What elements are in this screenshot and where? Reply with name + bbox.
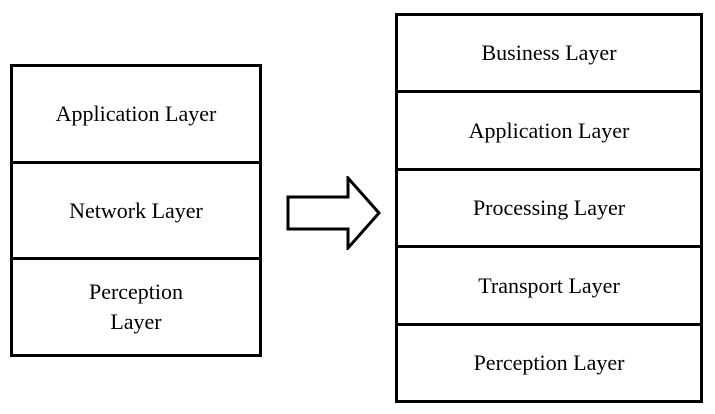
layer-box-perception-right: Perception Layer bbox=[398, 322, 700, 401]
layer-box-business: Business Layer bbox=[398, 16, 700, 91]
layer-box-processing: Processing Layer bbox=[398, 167, 700, 246]
layer-box-perception-left: Perception Layer bbox=[13, 257, 259, 355]
layer-box-application-left: Application Layer bbox=[13, 67, 259, 161]
layer-box-network: Network Layer bbox=[13, 160, 259, 258]
layer-box-application-right: Application Layer bbox=[398, 90, 700, 168]
five-layer-stack: Business Layer Application Layer Process… bbox=[395, 13, 703, 403]
three-layer-stack: Application Layer Network Layer Percepti… bbox=[10, 64, 262, 357]
layer-box-transport: Transport Layer bbox=[398, 245, 700, 323]
block-arrow-right-icon bbox=[286, 174, 382, 252]
